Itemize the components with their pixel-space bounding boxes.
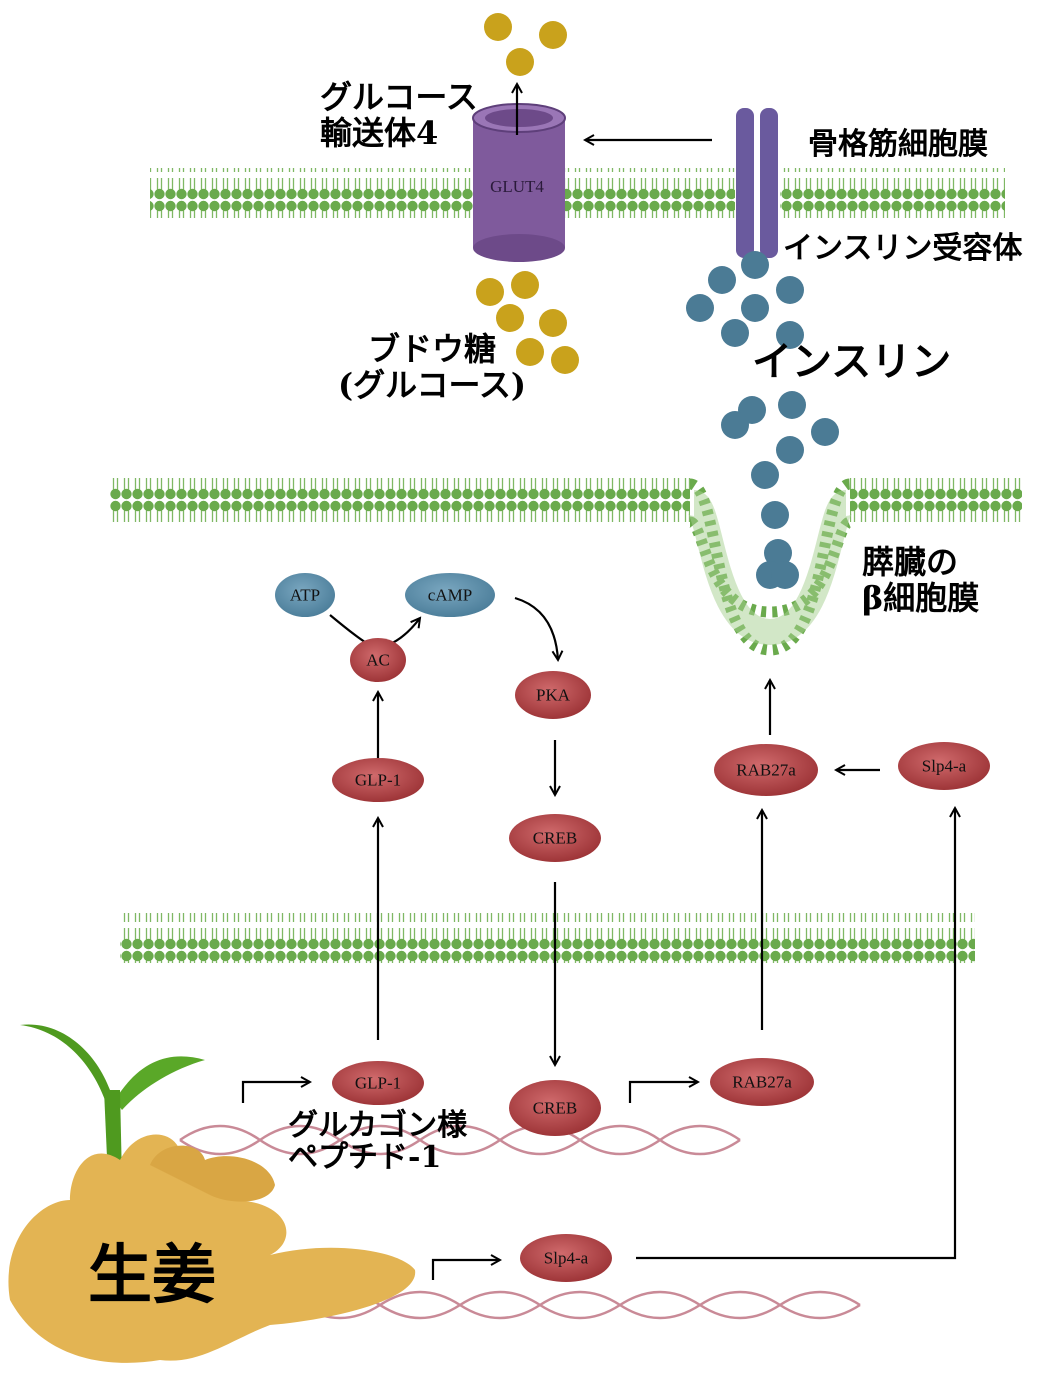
insulin-molecule (721, 319, 749, 347)
insulin-receptor (736, 108, 778, 258)
node-label: Slp4-a (544, 1249, 589, 1268)
node-label: CREB (533, 829, 577, 848)
glucose-molecule (516, 338, 544, 366)
molecule-dots (476, 13, 839, 589)
node-label: ATP (290, 586, 320, 605)
arrow-slp4a-gene-to-slp4a (636, 808, 955, 1260)
glucose-label-line2: (グルコース) (338, 365, 527, 404)
insulin-receptor-label: インスリン受容体 (783, 231, 1023, 266)
node-shape (710, 1058, 814, 1106)
node-rab27a-upper: RAB27a (714, 744, 818, 796)
node-label: GLP-1 (355, 1074, 401, 1093)
node-shape (509, 1080, 601, 1136)
arrow-promoter-slp4a (431, 1260, 500, 1280)
insulin-molecule (764, 539, 792, 567)
glucose-label-line1: ブドウ糖 (368, 330, 497, 368)
node-label: CREB (533, 1099, 577, 1118)
glucose-molecule (476, 278, 504, 306)
insulin-molecule (721, 411, 749, 439)
insulin-molecule (776, 276, 804, 304)
node-label: RAB27a (736, 761, 796, 780)
node-rab27a-gene: RAB27a (710, 1058, 814, 1106)
glucose-label: ブドウ糖 (グルコース) (338, 330, 527, 404)
beta-cell-membrane (110, 478, 1022, 656)
node-shape (898, 742, 990, 790)
insulin-molecule (776, 436, 804, 464)
insulin-molecule (778, 391, 806, 419)
insulin-molecule (771, 561, 799, 589)
glucose-molecule (506, 48, 534, 76)
glucose-molecule (539, 309, 567, 337)
glucose-molecule (496, 304, 524, 332)
beta-label-line2: β細胞膜 (862, 578, 980, 617)
node-label: PKA (536, 686, 571, 705)
node-shape (350, 638, 406, 682)
node-shape (520, 1234, 612, 1282)
insulin-label: インスリン (752, 338, 952, 385)
arrow-promoter-rab27a (628, 1082, 698, 1103)
glut4-title-line1: グルコース (320, 78, 478, 116)
ginger-label: 生姜 (88, 1238, 216, 1313)
node-shape (275, 573, 335, 617)
node-slp4a-upper: Slp4-a (898, 742, 990, 790)
insulin-molecule (776, 321, 804, 349)
node-glp1-upper: GLP-1 (332, 758, 424, 802)
arrow-camp-pka (514, 596, 558, 660)
node-pka: PKA (515, 671, 591, 719)
insulin-molecule (741, 251, 769, 279)
node-camp: cAMP (405, 573, 495, 617)
node-slp4a-gene: Slp4-a (520, 1234, 612, 1282)
dna-strands (179, 1124, 861, 1320)
glp1-full-line2: ペプチド-1 (288, 1139, 442, 1175)
node-label: GLP-1 (355, 771, 401, 790)
glut4-title: グルコース 輸送体4 (320, 78, 478, 152)
insulin-molecule (761, 501, 789, 529)
glut4-label: GLUT4 (490, 177, 544, 196)
node-shape (405, 573, 495, 617)
node-ac: AC (350, 638, 406, 682)
arrow-promoter-glp1 (241, 1082, 310, 1103)
insulin-molecule (708, 266, 736, 294)
node-glp1-gene: GLP-1 (332, 1061, 424, 1105)
node-label: AC (366, 651, 390, 670)
glucose-molecule (511, 271, 539, 299)
node-label: Slp4-a (922, 757, 967, 776)
muscle-cell-membrane (150, 168, 1005, 218)
muscle-membrane-label: 骨格筋細胞膜 (808, 127, 988, 162)
arrows (241, 84, 955, 1280)
node-label: RAB27a (732, 1073, 792, 1092)
node-shape (509, 814, 601, 862)
insulin-molecule (751, 461, 779, 489)
insulin-molecule (811, 418, 839, 446)
beta-cell-membrane-label: 膵臓の β細胞膜 (862, 543, 980, 617)
node-creb-gene: CREB (509, 1080, 601, 1136)
node-atp: ATP (275, 573, 335, 617)
node-creb-upper: CREB (509, 814, 601, 862)
glp1-full-name-label: グルカゴン様 ペプチド-1 (288, 1110, 467, 1173)
node-shape (515, 671, 591, 719)
node-shape (332, 758, 424, 802)
insulin-molecule (741, 294, 769, 322)
node-label: cAMP (428, 586, 472, 605)
ginger-illustration (8, 1024, 416, 1363)
node-shape (332, 1061, 424, 1105)
insulin-molecule (686, 294, 714, 322)
glp1-full-line1: グルカゴン様 (288, 1108, 468, 1143)
node-shape (714, 744, 818, 796)
glucose-molecule (539, 21, 567, 49)
glut4-title-line2: 輸送体4 (320, 113, 439, 152)
glut4-transporter: GLUT4 (472, 103, 566, 262)
beta-label-line1: 膵臓の (862, 543, 959, 581)
third-cell-membrane (120, 913, 975, 963)
glucose-molecule (551, 346, 579, 374)
glucose-molecule (484, 13, 512, 41)
